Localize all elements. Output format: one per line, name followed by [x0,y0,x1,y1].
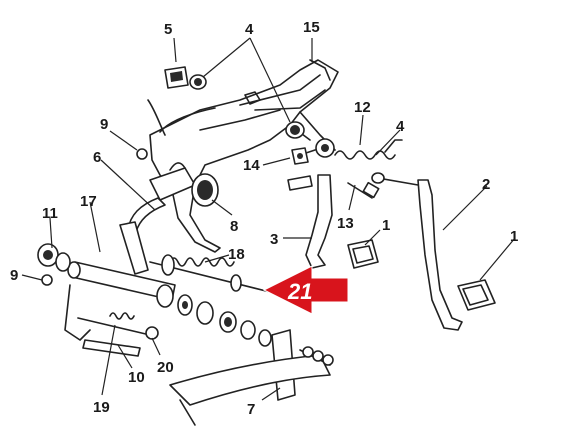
brake-pedal [371,172,463,331]
mounting-bracket [147,59,339,253]
callout-18: 18 [228,246,245,263]
cross-shaft [64,221,176,341]
bushing [189,74,207,90]
callout-labels: 5 4 15 9 6 12 4 14 8 13 3 1 2 1 11 17 9 … [10,19,518,418]
callout-10: 10 [128,369,145,386]
pedal-pad [347,239,379,269]
callout-12: 12 [354,99,371,116]
callout-7: 7 [247,401,255,418]
callout-17: 17 [80,193,97,210]
callout-20: 20 [157,359,174,376]
callout-1-left: 1 [382,217,390,234]
pedal-pad [457,279,496,311]
clutch-pedal [287,138,335,269]
return-spring [334,139,403,160]
shaft-bushings [156,284,272,347]
assist-rod [149,254,271,293]
callout-4-top: 4 [245,21,254,38]
nut-clip [164,66,189,89]
callout-4-right: 4 [396,118,405,135]
callout-19: 19 [93,399,110,416]
callout-15: 15 [303,19,320,36]
callout-3: 3 [270,231,278,248]
callout-5: 5 [164,21,172,38]
adjuster-rod [77,312,159,357]
highlight-label: 21 [287,279,312,304]
lower-bracket [169,329,331,426]
callout-6: 6 [93,149,101,166]
callout-2: 2 [482,176,490,193]
bushing [285,121,305,139]
callout-1-right: 1 [510,228,518,245]
callout-8: 8 [230,218,238,235]
bushing-11 [37,243,71,272]
callout-14: 14 [243,157,260,174]
highlight-arrow-21: 21 [262,265,349,315]
pivot-bracket [291,147,309,165]
arrow-icon [262,265,349,315]
bolt [347,181,380,199]
clip-9-left [41,274,53,286]
leader-lines [21,37,516,401]
callout-11: 11 [42,205,58,222]
clip-9-top [136,148,148,160]
washer-stack [302,346,334,366]
callout-9-top: 9 [100,116,108,133]
callout-9-left: 9 [10,267,18,284]
callout-13: 13 [337,215,354,232]
